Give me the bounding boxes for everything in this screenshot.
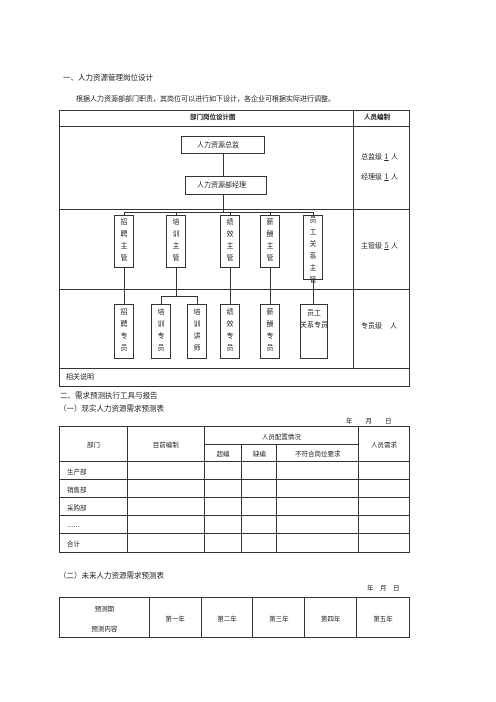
cell-input[interactable] bbox=[241, 479, 278, 498]
director-box bbox=[181, 136, 265, 154]
cell-input[interactable] bbox=[241, 533, 278, 553]
quota-manager: 经理级 1 人 bbox=[361, 173, 398, 181]
cell-input[interactable] bbox=[126, 533, 205, 553]
cell-input[interactable] bbox=[358, 479, 410, 498]
performance-manager-box bbox=[220, 215, 240, 268]
performance-staff-box bbox=[220, 304, 240, 359]
relations-staff-label: 员工关系专员 bbox=[300, 309, 328, 329]
table-row: 生产部 bbox=[59, 461, 128, 480]
performance-staff-label: 绩效专员 bbox=[226, 308, 234, 352]
col-config: 人员配置情况 bbox=[203, 426, 360, 445]
cell-input[interactable] bbox=[358, 515, 410, 534]
year-5: 第五年 bbox=[356, 597, 410, 638]
cell-input[interactable] bbox=[203, 497, 243, 516]
future-corner-bottom: 预测内容 bbox=[91, 624, 118, 633]
quota-supervisor: 主管级 5 人 bbox=[361, 242, 398, 250]
relations-manager-label: 员工关系主管 bbox=[309, 216, 317, 284]
recruit-manager-label: 招聘主管 bbox=[120, 218, 128, 262]
cell-input[interactable] bbox=[276, 479, 360, 498]
recruit-staff-label: 招聘专员 bbox=[120, 308, 128, 352]
col-need: 人员需求 bbox=[358, 426, 410, 462]
training-manager-label: 培训主管 bbox=[172, 218, 180, 262]
manager-label: 人力资源部经理 bbox=[197, 181, 246, 189]
training-manager-box bbox=[166, 215, 186, 268]
cell-input[interactable] bbox=[241, 461, 278, 480]
year-2: 第二年 bbox=[200, 597, 254, 638]
cell-input[interactable] bbox=[203, 479, 243, 498]
cell-input[interactable] bbox=[241, 497, 278, 516]
section2-sub1: （一）现实人力资源需求预测表 bbox=[59, 404, 164, 413]
quota-director: 总监级 1 人 bbox=[361, 153, 398, 161]
cell-input[interactable] bbox=[276, 533, 360, 553]
cell-input[interactable] bbox=[276, 461, 360, 480]
year-1: 第一年 bbox=[148, 597, 202, 638]
future-corner-cell: 预测期 预测内容 bbox=[59, 597, 150, 638]
cell-input[interactable] bbox=[126, 497, 205, 516]
year-3: 第三年 bbox=[252, 597, 306, 638]
table-row: …… bbox=[59, 515, 128, 534]
training-staff-label: 培训专员 bbox=[157, 308, 165, 352]
section2-title: 二、需求预测执行工具与报告 bbox=[60, 391, 158, 400]
cell-input[interactable] bbox=[203, 515, 243, 534]
cell-input[interactable] bbox=[276, 515, 360, 534]
cell-input[interactable] bbox=[358, 497, 410, 516]
cell-input[interactable] bbox=[126, 515, 205, 534]
cell-input[interactable] bbox=[203, 533, 243, 553]
cell-input[interactable] bbox=[358, 533, 410, 553]
section1-title: 一、人力资源管理岗位设计 bbox=[63, 73, 153, 82]
col-current: 目前编制 bbox=[126, 426, 205, 462]
section2-sub2: （二）未来人力资源需求预测表 bbox=[59, 571, 164, 580]
col-mismatch: 不符合岗位要求 bbox=[276, 444, 360, 462]
salary-manager-label: 薪酬主管 bbox=[266, 218, 274, 262]
salary-staff-box bbox=[260, 304, 280, 359]
future-corner-top: 预测期 bbox=[94, 604, 115, 613]
cell-input[interactable] bbox=[203, 461, 243, 480]
year-4: 第四年 bbox=[304, 597, 358, 638]
table-row: 销售部 bbox=[59, 479, 128, 498]
quota-staff: 专员级人 bbox=[361, 322, 397, 330]
cell-input[interactable] bbox=[276, 497, 360, 516]
current-demand-table: 部门 目前编制 人员配置情况 人员需求 超编 缺编 不符合岗位要求 生产部 销售… bbox=[59, 426, 410, 553]
date-line-2: 年 月 日 bbox=[367, 584, 400, 592]
org-header-right: 人员编制 bbox=[364, 113, 390, 121]
trainer-label: 培训讲师 bbox=[193, 308, 201, 352]
recruit-staff-box bbox=[114, 304, 134, 359]
salary-staff-label: 薪酬专员 bbox=[266, 308, 274, 352]
training-staff-box bbox=[151, 304, 171, 359]
section1-intro: 根据人力资源部部门职责，其岗位可以进行如下设计，各企业可根据实际进行调整。 bbox=[76, 95, 335, 103]
performance-manager-label: 绩效主管 bbox=[226, 218, 234, 262]
future-demand-table: 预测期 预测内容 第一年 第二年 第三年 第四年 第五年 bbox=[59, 597, 410, 638]
col-short: 缺编 bbox=[241, 444, 278, 462]
manager-box bbox=[185, 176, 267, 195]
table-row: 采购部 bbox=[59, 497, 128, 516]
relations-manager-box bbox=[303, 215, 323, 280]
recruit-manager-box bbox=[114, 215, 134, 268]
col-over: 超编 bbox=[203, 444, 243, 462]
cell-input[interactable] bbox=[241, 515, 278, 534]
trainer-box bbox=[187, 304, 207, 359]
col-dept: 部门 bbox=[59, 426, 128, 462]
notes-label: 相关说明 bbox=[66, 373, 94, 381]
salary-manager-box bbox=[260, 215, 280, 268]
cell-input[interactable] bbox=[358, 461, 410, 480]
org-header-left: 部门岗位设计图 bbox=[190, 113, 236, 121]
cell-input[interactable] bbox=[126, 461, 205, 480]
date-line-1: 年 月 日 bbox=[346, 417, 392, 425]
table-row: 合计 bbox=[59, 533, 128, 553]
cell-input[interactable] bbox=[126, 479, 205, 498]
director-label: 人力资源总监 bbox=[197, 141, 239, 149]
relations-staff-box bbox=[300, 304, 328, 359]
